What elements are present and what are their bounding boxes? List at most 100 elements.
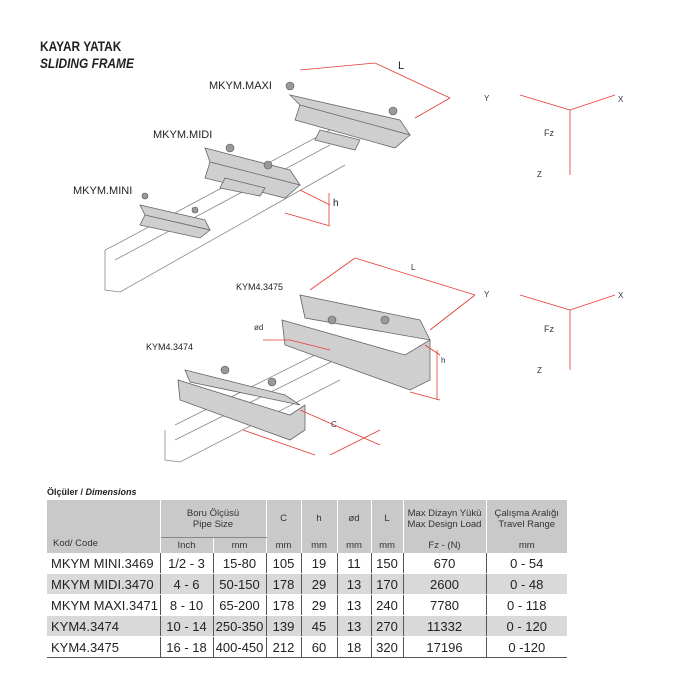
axis-y-lower: Y (484, 290, 490, 299)
cell-od: 13 (336, 615, 372, 637)
cell-travel: 0 - 118 (485, 594, 567, 616)
axis-z-lower: Z (537, 366, 542, 375)
cell-mm: 400-450 (212, 636, 267, 658)
cell-mm: 250-350 (212, 615, 267, 637)
title-en: SLIDING FRAME (40, 55, 134, 71)
cell-inch: 8 - 10 (159, 594, 214, 616)
cell-h: 29 (300, 594, 338, 616)
cell-load: 2600 (402, 573, 487, 595)
cell-inch: 1/2 - 3 (159, 553, 214, 574)
label-kym3474: KYM4.3474 (146, 342, 194, 352)
cell-load: 7780 (402, 594, 487, 616)
cell-code: KYM4.3475 (47, 636, 161, 658)
cell-code: MKYM MIDI.3470 (47, 573, 161, 595)
cell-c: 105 (265, 553, 302, 574)
cell-travel: 0 -120 (485, 636, 567, 658)
dim-h-upper (284, 189, 331, 227)
cell-load: 670 (402, 553, 487, 574)
dim-L-lower (309, 257, 476, 331)
dimensions-title: Ölçüler / Dimensions (47, 487, 137, 497)
dim-od-leader (263, 339, 331, 351)
unit-travel: mm (485, 537, 567, 553)
cell-h: 19 (300, 553, 338, 574)
product-illustration (104, 62, 616, 463)
header-inch: Inch (159, 537, 214, 553)
axis-x-lower: X (618, 291, 624, 300)
axis-y-upper: Y (484, 94, 490, 103)
label-mkym-maxi: MKYM.MAXI (209, 80, 272, 92)
axes-lower (519, 294, 616, 370)
axis-x-upper: X (618, 95, 624, 104)
cell-travel: 0 - 48 (485, 573, 567, 595)
cell-l: 240 (370, 594, 404, 616)
cell-inch: 10 - 14 (159, 615, 214, 637)
cell-mm: 15-80 (212, 553, 267, 574)
dim-L-upper (299, 62, 451, 119)
cell-travel: 0 - 120 (485, 615, 567, 637)
mkym-midi-body (204, 147, 301, 199)
cell-l: 270 (370, 615, 404, 637)
dimensions-title-en: Dimensions (85, 487, 137, 497)
kym3474-body (177, 379, 306, 441)
header-pipe-mm: mm (212, 537, 267, 553)
dim-label-h: h (333, 198, 339, 209)
cell-od: 13 (336, 573, 372, 595)
unit-c: mm (265, 537, 302, 553)
header-code: Kod/ Code (47, 500, 161, 553)
cell-mm: 65-200 (212, 594, 267, 616)
cell-code: MKYM MAXI.3471 (47, 594, 161, 616)
dim-label-c: C (331, 420, 337, 429)
label-mkym-mini: MKYM.MINI (73, 185, 133, 197)
kym3475-body (281, 319, 431, 391)
cell-inch: 16 - 18 (159, 636, 214, 658)
cell-mm: 50-150 (212, 573, 267, 595)
header-c: C (265, 500, 302, 538)
unit-load: Fz - (N) (402, 537, 487, 553)
mkym-mini-body (139, 204, 211, 239)
dim-c (242, 409, 381, 456)
cell-c: 212 (265, 636, 302, 658)
dim-label-L: L (398, 60, 405, 72)
cell-load: 11332 (402, 615, 487, 637)
axes-upper (519, 94, 616, 175)
label-kym3475: KYM4.3475 (236, 282, 284, 292)
dim-label-h-lower: h (441, 356, 446, 365)
unit-h: mm (300, 537, 338, 553)
axis-z-upper: Z (537, 170, 542, 179)
label-mkym-midi: MKYM.MIDI (153, 129, 213, 141)
cell-l: 170 (370, 573, 404, 595)
cell-inch: 4 - 6 (159, 573, 214, 595)
cell-travel: 0 - 54 (485, 553, 567, 574)
title-tr: KAYAR YATAK (40, 38, 122, 54)
cell-c: 139 (265, 615, 302, 637)
cell-load: 17196 (402, 636, 487, 658)
axis-fz-lower: Fz (544, 324, 554, 334)
header-l: L (370, 500, 404, 538)
cell-h: 60 (300, 636, 338, 658)
cell-od: 13 (336, 594, 372, 616)
dimensions-title-tr: Ölçüler / (47, 487, 84, 497)
cell-od: 18 (336, 636, 372, 658)
cell-h: 45 (300, 615, 338, 637)
unit-od: mm (336, 537, 372, 553)
dim-label-L-lower: L (411, 263, 416, 272)
header-od: ød (336, 500, 372, 538)
dim-label-od: ød (254, 323, 264, 332)
unit-l: mm (370, 537, 404, 553)
cell-h: 29 (300, 573, 338, 595)
cell-od: 11 (336, 553, 372, 574)
mkym-maxi-body (288, 94, 411, 149)
axis-fz-upper: Fz (544, 128, 554, 138)
cell-code: KYM4.3474 (47, 615, 161, 637)
dim-h-lower (409, 344, 441, 401)
cell-code: MKYM MINI.3469 (47, 553, 161, 574)
cell-l: 150 (370, 553, 404, 574)
